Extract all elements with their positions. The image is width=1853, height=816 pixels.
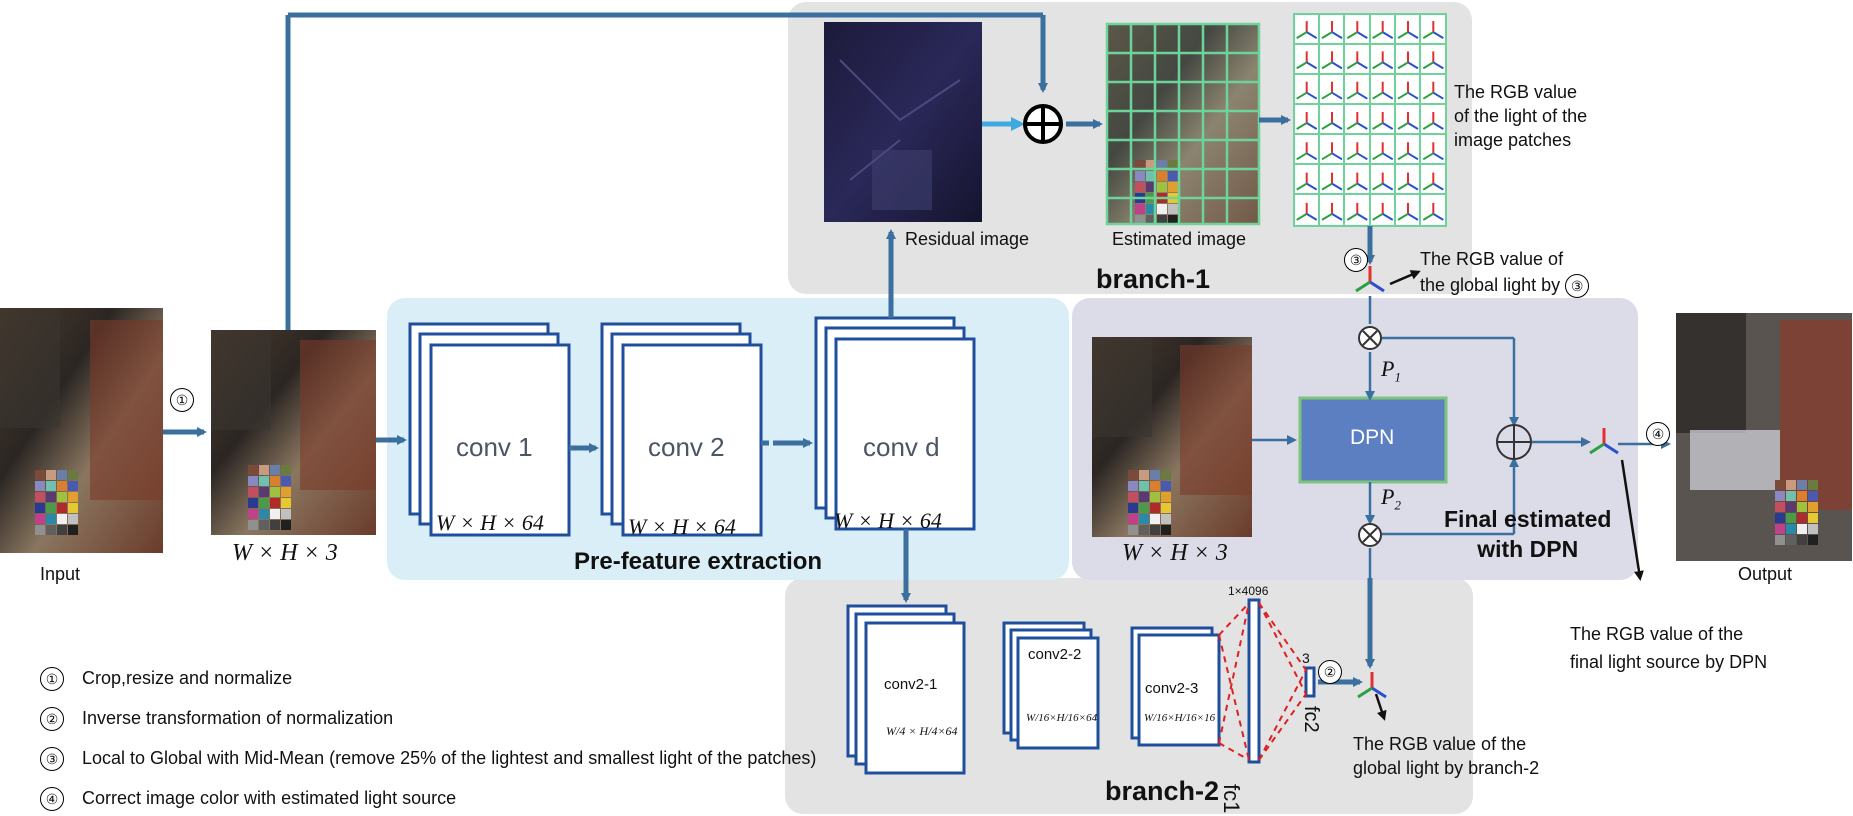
output-image (1676, 313, 1852, 561)
estimated-image (1105, 22, 1261, 226)
conv2-2-dims: W/16×H/16×64 (1026, 712, 1098, 724)
fc2-label: fc2 (1300, 706, 1322, 733)
estimated-image-label: Estimated image (1112, 229, 1247, 249)
conv2-2-label: conv2-2 (1028, 646, 1082, 663)
residual-image-label: Residual image (905, 229, 1030, 249)
input-image (0, 308, 163, 553)
flow-arrows (163, 12, 1375, 687)
add-operator-branch1 (1023, 104, 1063, 144)
add-operator-final (1496, 424, 1532, 460)
conv-d-dims: W × H × 64 (834, 508, 942, 533)
conv-d-label: conv d (863, 432, 940, 462)
multiply-operator-p2 (1358, 523, 1382, 547)
multiply-operator-p1 (1358, 326, 1382, 350)
fc2-bar (1304, 666, 1316, 698)
step-1-marker: ① (170, 388, 194, 412)
final-rgb-label: The RGB value of the final light source … (1570, 624, 1768, 672)
patch-rgb-label: The RGB value of the light of the image … (1454, 82, 1588, 150)
dpn-box (1298, 396, 1448, 484)
conv2-3-label: conv2-3 (1145, 680, 1199, 697)
output-label: Output (1738, 564, 1793, 584)
fc1-label: fc1 (1219, 784, 1244, 814)
conv-2-dims: W × H × 64 (628, 514, 736, 539)
conv-stacks (408, 316, 976, 537)
branch2-conv-stacks (846, 604, 1221, 775)
dpn-input-dims: W × H × 3 (1122, 540, 1228, 566)
conv2-1-dims: W/4 × H/4×64 (886, 724, 958, 738)
branch-2-title: branch-2 (1105, 776, 1220, 806)
fc-dashed-connections (1218, 602, 1307, 761)
thin-arrows (1252, 296, 1671, 578)
residual-image (824, 22, 982, 222)
conv2-3-dims: W/16×H/16×16 (1144, 712, 1216, 724)
fc1-size: 1×4096 (1228, 584, 1269, 598)
input-dims: W × H × 3 (232, 540, 338, 566)
normalized-image (211, 330, 376, 535)
conv-2-label: conv 2 (648, 432, 725, 462)
conv-1-label: conv 1 (456, 432, 533, 462)
global-rgb-branch1-label: The RGB value of the global light by ③ (1420, 246, 1590, 298)
p2-label: P2 (1381, 484, 1401, 513)
p1-label: P1 (1381, 356, 1401, 385)
step-2-marker: ② (1318, 660, 1342, 684)
fc1-bar (1247, 598, 1261, 764)
dpn-label: DPN (1350, 426, 1395, 449)
final-estimated-title: Final estimated with DPN (1444, 506, 1612, 562)
input-label: Input (40, 564, 81, 584)
pointer-arrows (1374, 270, 1644, 721)
conv2-1-label: conv2-1 (884, 676, 938, 693)
pre-feature-title: Pre-feature extraction (574, 548, 823, 575)
step-4-marker: ④ (1646, 422, 1670, 446)
conv-1-dims: W × H × 64 (436, 510, 544, 535)
dpn-input-image (1092, 337, 1252, 537)
branch-1-title: branch-1 (1096, 264, 1211, 294)
fc2-size: 3 (1302, 650, 1310, 666)
step-3-marker: ③ (1344, 248, 1368, 272)
global-rgb-branch2-label: The RGB value of the global light by bra… (1353, 734, 1540, 778)
patch-rgb-grid (1293, 13, 1447, 227)
